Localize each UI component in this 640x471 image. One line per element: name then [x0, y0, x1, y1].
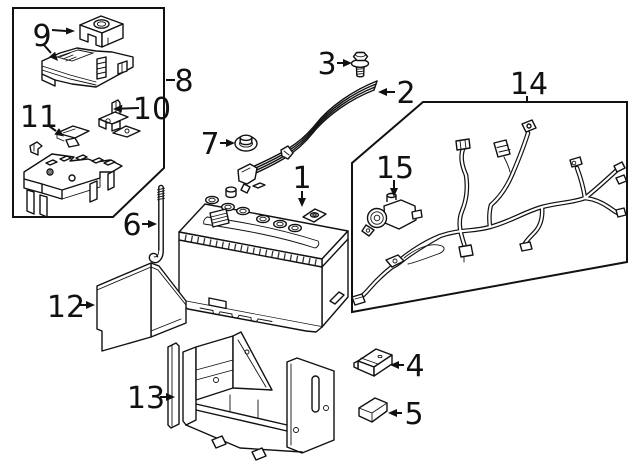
fuse-cover-cap-drawing — [79, 15, 124, 48]
callout-3-label: 3 — [317, 47, 336, 82]
callout-4[interactable]: 4 — [390, 349, 425, 384]
callout-2[interactable]: 2 — [378, 76, 416, 111]
battery-insulator-drawing — [96, 262, 187, 352]
battery-sensor-drawing — [361, 192, 423, 237]
callout-7-label: 7 — [200, 127, 219, 162]
callout-14-label: 14 — [510, 67, 548, 102]
bracket-drawing — [98, 99, 129, 132]
callout-9-label: 9 — [32, 19, 51, 54]
callout-8-label: 8 — [174, 64, 193, 99]
callout-11[interactable]: 11 — [20, 100, 64, 137]
callout-10[interactable]: 10 — [113, 92, 171, 127]
callout-13-label: 13 — [127, 381, 165, 416]
callout-9[interactable]: 9 — [32, 19, 75, 61]
hold-down-bar-drawing — [237, 80, 378, 194]
mount-bracket-drawing — [353, 348, 393, 377]
mount-clip-drawing — [358, 397, 388, 423]
callout-12[interactable]: 12 — [47, 290, 95, 325]
callout-4-label: 4 — [405, 349, 424, 384]
callout-2-label: 2 — [396, 76, 415, 111]
callout-6-label: 6 — [122, 208, 141, 243]
fuse-block-drawing — [23, 153, 123, 218]
callout-14[interactable]: 14 — [510, 67, 548, 102]
callout-1[interactable]: 1 — [292, 161, 312, 207]
callout-3[interactable]: 3 — [317, 47, 352, 82]
cable-harness-drawing — [351, 119, 628, 306]
callout-5[interactable]: 5 — [388, 397, 424, 432]
battery-tray-drawing — [167, 331, 335, 461]
callout-1-label: 1 — [292, 161, 311, 196]
callout-5-label: 5 — [404, 397, 423, 432]
hold-down-rod-drawing — [148, 184, 165, 264]
retainer-nut-drawing — [234, 134, 258, 152]
callout-13[interactable]: 13 — [127, 381, 175, 416]
callout-11-label: 11 — [20, 100, 58, 135]
callout-12-label: 12 — [47, 290, 85, 325]
callout-8[interactable]: 8 — [166, 64, 194, 99]
fuse-cover-drawing — [41, 47, 134, 88]
callout-15-label: 15 — [376, 151, 414, 186]
callout-7[interactable]: 7 — [200, 127, 235, 162]
bolt-drawing — [350, 51, 370, 78]
battery-drawing — [178, 182, 349, 333]
callout-6[interactable]: 6 — [122, 208, 157, 243]
callout-10-label: 10 — [133, 92, 171, 127]
callout-15[interactable]: 15 — [376, 151, 414, 197]
retainer-clips-drawing — [29, 125, 141, 156]
